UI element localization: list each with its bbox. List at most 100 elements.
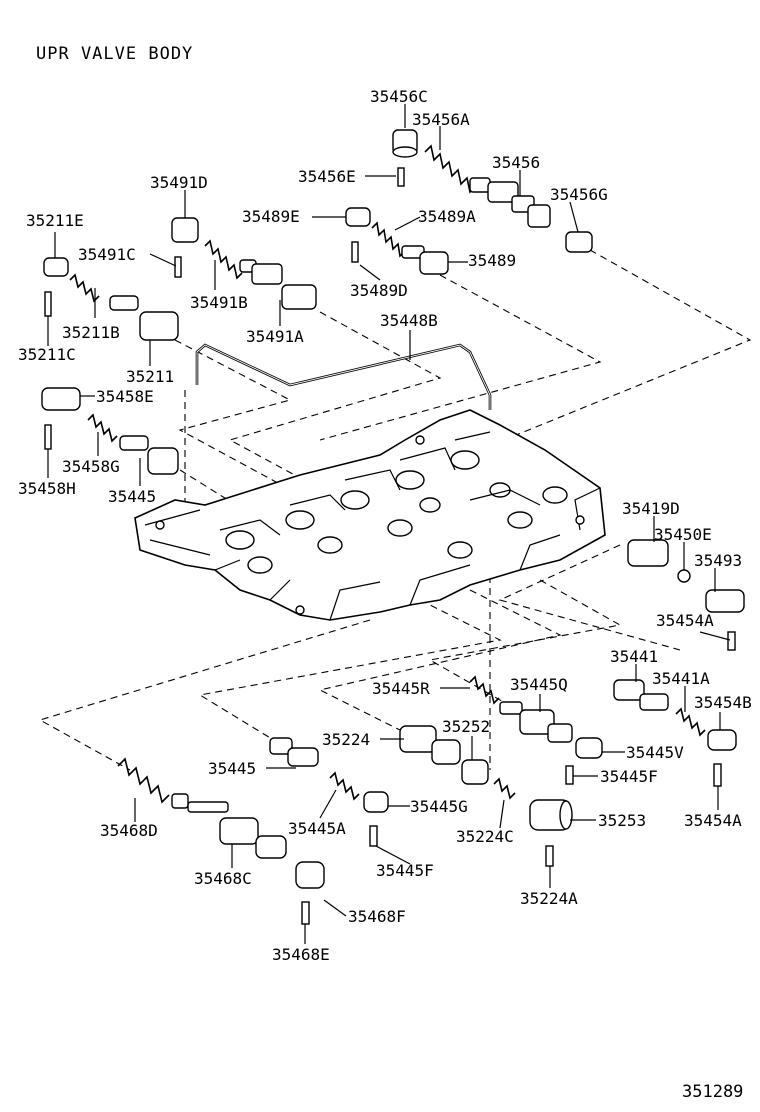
label-35441A: 35441A xyxy=(652,669,710,688)
upper-valve-body[interactable] xyxy=(134,409,606,621)
label-35493: 35493 xyxy=(694,551,742,570)
spring-35468D[interactable] xyxy=(117,757,170,804)
valve-35441[interactable] xyxy=(613,679,669,711)
spring-35445A[interactable] xyxy=(329,771,360,801)
label-35211: 35211 xyxy=(126,367,174,386)
pin-35491C[interactable] xyxy=(174,256,182,278)
pin-35445F-right[interactable] xyxy=(565,765,574,785)
plug-35419D[interactable] xyxy=(627,539,669,567)
label-35491A: 35491A xyxy=(246,327,304,346)
label-35489D: 35489D xyxy=(350,281,408,300)
pin-35211C[interactable] xyxy=(44,291,52,317)
label-35445F-bottom: 35445F xyxy=(376,861,434,880)
label-35458E: 35458E xyxy=(96,387,154,406)
label-35448B: 35448B xyxy=(380,311,438,330)
label-35441: 35441 xyxy=(610,647,658,666)
label-35489E: 35489E xyxy=(242,207,300,226)
spring-35458G[interactable] xyxy=(87,413,118,443)
label-35458G: 35458G xyxy=(62,457,120,476)
leader-lines xyxy=(47,104,731,944)
label-35445R: 35445R xyxy=(372,679,430,698)
label-35456A: 35456A xyxy=(412,110,470,129)
label-35456G: 35456G xyxy=(550,185,608,204)
label-35450E: 35450E xyxy=(654,525,712,544)
plug-35456G[interactable] xyxy=(565,231,593,253)
ball-35450E[interactable] xyxy=(677,569,691,583)
label-35445G: 35445G xyxy=(410,797,468,816)
sleeve-35253[interactable] xyxy=(529,799,573,831)
plug-35445G[interactable] xyxy=(363,791,389,813)
valve-bores xyxy=(155,435,585,615)
wire-35448B[interactable] xyxy=(195,343,492,410)
valve-35491A[interactable] xyxy=(239,259,317,310)
part-35456C[interactable] xyxy=(392,129,418,158)
diagram-title: UPR VALVE BODY xyxy=(36,44,194,64)
label-35224: 35224 xyxy=(322,730,370,749)
label-35224C: 35224C xyxy=(456,827,514,846)
label-35456C: 35456C xyxy=(370,87,428,106)
label-35491C: 35491C xyxy=(78,245,136,264)
label-35445-top: 35445 xyxy=(108,487,156,506)
label-35445V: 35445V xyxy=(626,743,684,762)
label-35445F-right: 35445F xyxy=(600,767,658,786)
plug-35491D[interactable] xyxy=(171,217,199,243)
label-35458H: 35458H xyxy=(18,479,76,498)
pin-35458H[interactable] xyxy=(44,424,52,450)
pin-35489D[interactable] xyxy=(351,241,359,263)
label-35253: 35253 xyxy=(598,811,646,830)
plug-35489E[interactable] xyxy=(345,207,371,227)
pin-35468E[interactable] xyxy=(301,901,310,925)
label-35211B: 35211B xyxy=(62,323,120,342)
label-35224A: 35224A xyxy=(520,889,578,908)
pin-35454A-top[interactable] xyxy=(727,631,736,651)
valve-35456[interactable] xyxy=(469,177,551,228)
label-35468D: 35468D xyxy=(100,821,158,840)
label-35211E: 35211E xyxy=(26,211,84,230)
plug-35458E[interactable] xyxy=(41,387,81,411)
label-35456: 35456 xyxy=(492,153,540,172)
label-35491B: 35491B xyxy=(190,293,248,312)
label-35454B: 35454B xyxy=(694,693,752,712)
spring-35211B[interactable] xyxy=(69,273,100,303)
pin-35224A[interactable] xyxy=(545,845,554,867)
spring-35445R[interactable] xyxy=(469,675,500,705)
spring-35224C[interactable] xyxy=(493,777,516,800)
valve-35445Q[interactable] xyxy=(499,701,573,743)
label-35419D: 35419D xyxy=(622,499,680,518)
valve-35468C[interactable] xyxy=(171,793,287,859)
plug-35454B[interactable] xyxy=(707,729,737,751)
spring-35489A[interactable] xyxy=(371,221,406,258)
pin-35456E[interactable] xyxy=(397,167,405,187)
spring-35456A[interactable] xyxy=(424,144,477,194)
label-35489: 35489 xyxy=(468,251,516,270)
valve-35211[interactable] xyxy=(109,295,179,341)
valve-35489[interactable] xyxy=(401,245,449,275)
pin-35454A-bot[interactable] xyxy=(713,763,722,787)
label-35468F: 35468F xyxy=(348,907,406,926)
pin-35445F-bottom[interactable] xyxy=(369,825,378,847)
figure-number: 351289 xyxy=(682,1082,744,1102)
plug-35468F[interactable] xyxy=(295,861,325,889)
valve-35445-bottom[interactable] xyxy=(269,737,319,767)
plug-35211E[interactable] xyxy=(43,257,69,277)
spring-35491B[interactable] xyxy=(204,239,243,280)
plug-35252[interactable] xyxy=(461,759,489,785)
label-35252: 35252 xyxy=(442,717,490,736)
spring-35441A[interactable] xyxy=(675,707,706,737)
valve-35445-top[interactable] xyxy=(119,435,179,475)
label-35456E: 35456E xyxy=(298,167,356,186)
label-35445Q: 35445Q xyxy=(510,675,568,694)
callout-labels: 35456C 35456A 35456 35456E 35456G 35491D… xyxy=(18,87,752,964)
label-35468C: 35468C xyxy=(194,869,252,888)
label-35491D: 35491D xyxy=(150,173,208,192)
label-35445A: 35445A xyxy=(288,819,346,838)
label-35454A-top: 35454A xyxy=(656,611,714,630)
plug-35445V[interactable] xyxy=(575,737,603,759)
plug-35493[interactable] xyxy=(705,589,745,613)
label-35489A: 35489A xyxy=(418,207,476,226)
label-35454A-bottom: 35454A xyxy=(684,811,742,830)
label-35468E: 35468E xyxy=(272,945,330,964)
label-35211C: 35211C xyxy=(18,345,76,364)
